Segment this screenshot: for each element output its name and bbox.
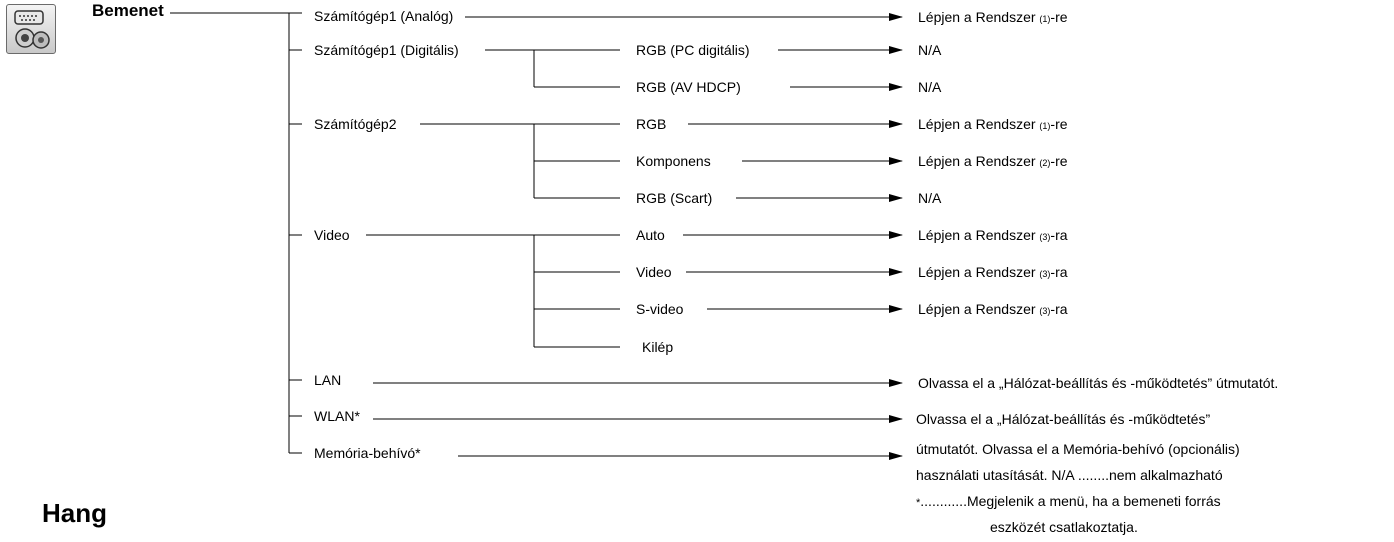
result-system-2: Lépjen a Rendszer (2)-re — [918, 153, 1068, 169]
result-system-1: Lépjen a Rendszer (1)-re — [918, 9, 1068, 25]
result-na: N/A — [918, 79, 942, 95]
result-system-3: Lépjen a Rendszer (3)-ra — [918, 264, 1068, 280]
menu-item-computer1-analog: Számítógép1 (Analóg) — [312, 8, 456, 24]
note-line-1: Olvassa el a „Hálózat-beállítás és -műkö… — [916, 411, 1211, 427]
submenu-item-auto: Auto — [634, 227, 667, 243]
footnote-asterisk: * — [916, 497, 921, 509]
submenu-item-component: Komponens — [634, 153, 713, 169]
section-heading: Hang — [42, 498, 107, 528]
root-label: Bemenet — [92, 1, 164, 20]
note-line-3: használati utasítását. N/A ........nem a… — [916, 467, 1223, 483]
menu-item-lan: LAN — [312, 372, 344, 388]
submenu-item-rgb-scart: RGB (Scart) — [634, 190, 715, 206]
submenu-item-rgb-pc-digital: RGB (PC digitális) — [634, 42, 752, 58]
note-line-2: útmutatót. Olvassa el a Memória-behívó (… — [916, 441, 1240, 457]
submenu-item-rgb: RGB — [634, 116, 669, 132]
menu-item-memory-recall: Memória-behívó* — [312, 445, 423, 461]
menu-item-video: Video — [312, 227, 352, 243]
note-line-4: *............Megjelenik a menü, ha a bem… — [916, 493, 1221, 509]
submenu-item-rgb-av-hdcp: RGB (AV HDCP) — [634, 79, 743, 95]
result-na: N/A — [918, 42, 942, 58]
input-connector-icon — [6, 4, 56, 54]
menu-item-computer1-digital: Számítógép1 (Digitális) — [312, 42, 461, 58]
result-system-3: Lépjen a Rendszer (3)-ra — [918, 301, 1068, 317]
result-system-3: Lépjen a Rendszer (3)-ra — [918, 227, 1068, 243]
note-line-5: eszközét csatlakoztatja. — [990, 519, 1138, 535]
submenu-item-exit: Kilép — [640, 339, 676, 355]
menu-item-wlan: WLAN* — [312, 408, 362, 424]
result-system-1: Lépjen a Rendszer (1)-re — [918, 116, 1068, 132]
submenu-item-video: Video — [634, 264, 674, 280]
submenu-item-s-video: S-video — [634, 301, 686, 317]
result-na: N/A — [918, 190, 942, 206]
result-network-guide: Olvassa el a „Hálózat-beállítás és -műkö… — [918, 375, 1279, 391]
menu-item-computer2: Számítógép2 — [312, 116, 399, 132]
